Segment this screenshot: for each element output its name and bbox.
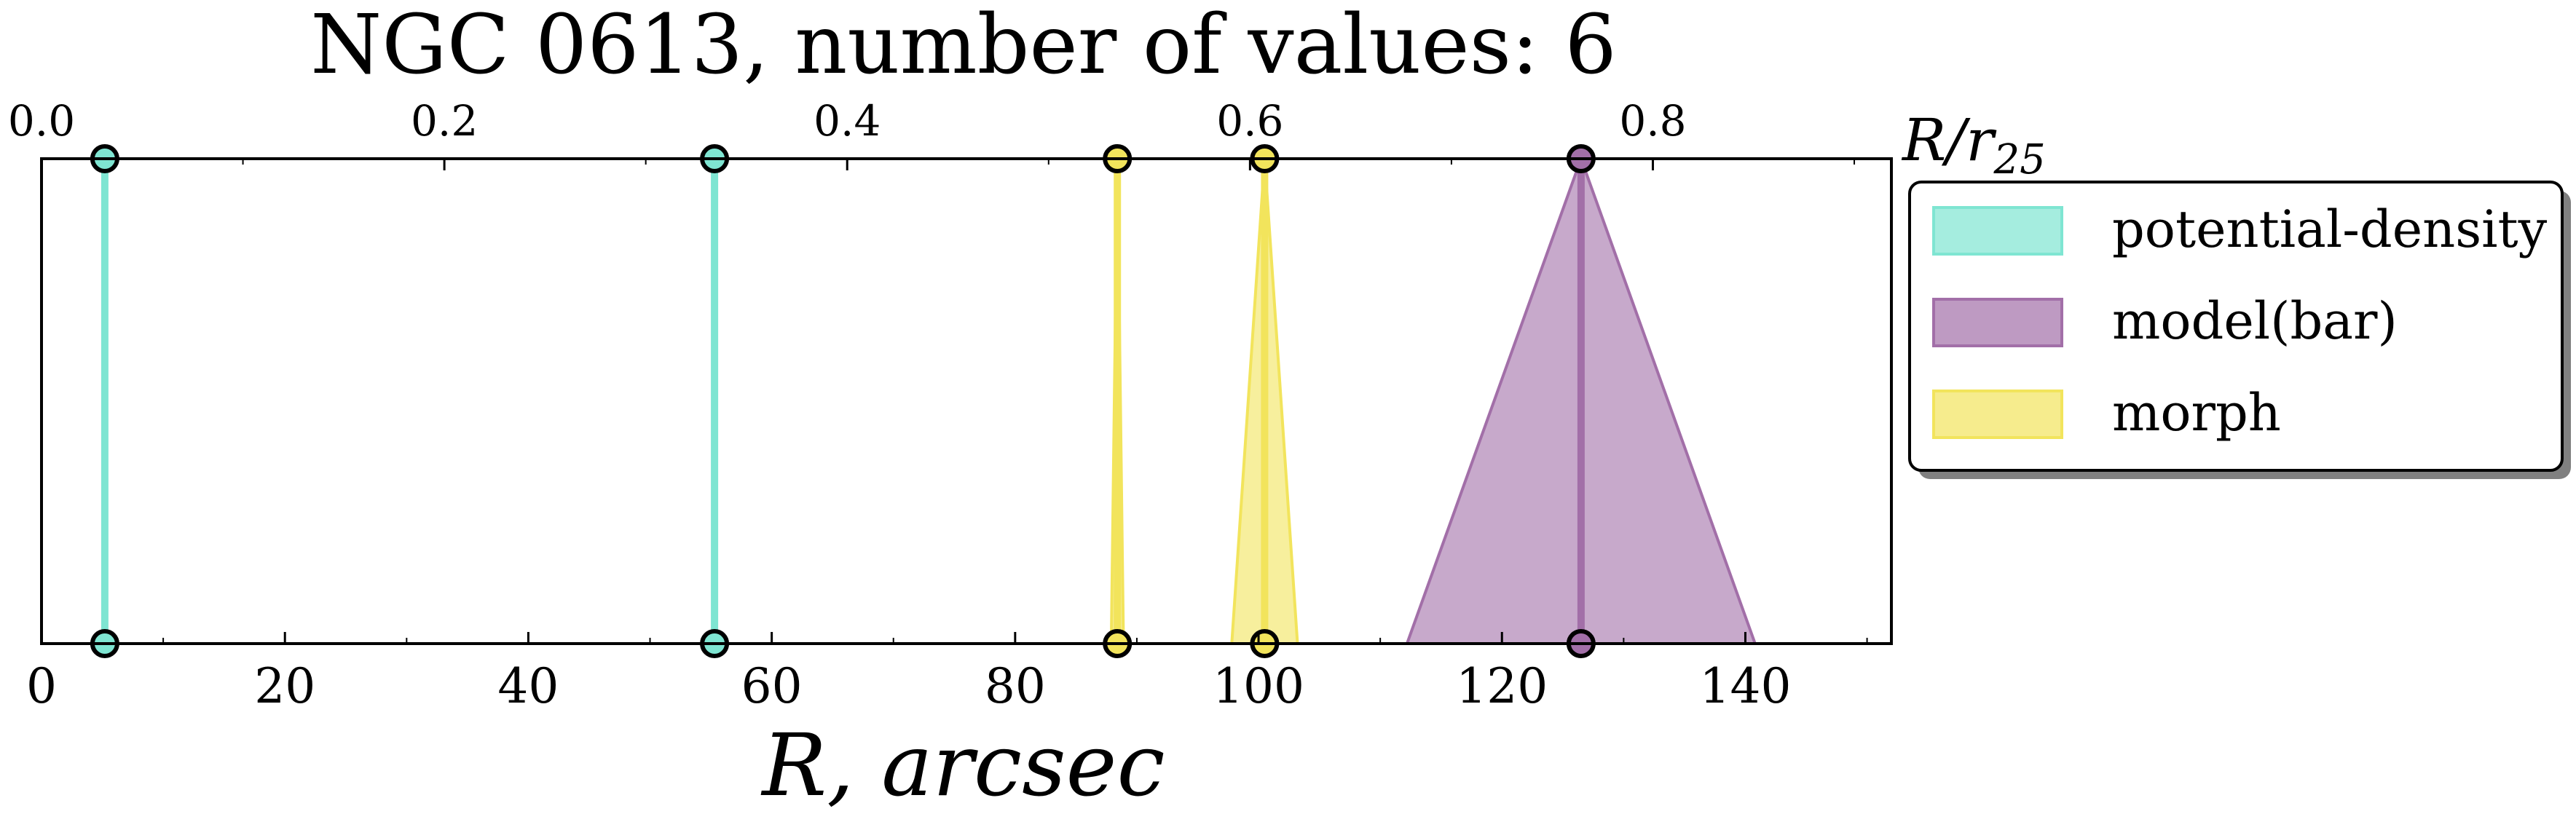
x-tick-label: 60 bbox=[741, 658, 803, 714]
ticks-layer: 0 20 40 60 80 100 120 140 0.0 0.2 0.4 0.6 0.8 bbox=[8, 96, 1868, 714]
legend-label-potential-density: potential-density bbox=[2112, 199, 2548, 259]
x-tick-label: 0 bbox=[26, 658, 57, 714]
x-tick-label: 80 bbox=[985, 658, 1046, 714]
x-tick-label: 140 bbox=[1699, 658, 1791, 714]
legend-label-model-bar: model(bar) bbox=[2112, 291, 2398, 351]
legend-entries: potential-density model(bar) morph bbox=[1932, 199, 2548, 443]
x-tick-label: 100 bbox=[1213, 658, 1304, 714]
legend-label-morph: morph bbox=[2112, 383, 2281, 443]
chart-title: NGC 0613, number of values: 6 bbox=[310, 0, 1616, 92]
top-tick-label: 0.2 bbox=[411, 96, 478, 146]
legend-swatch-potential-density bbox=[1932, 206, 2063, 256]
plot-frame bbox=[40, 157, 1893, 645]
legend: potential-density model(bar) morph bbox=[1908, 181, 2571, 479]
series-lines bbox=[101, 154, 1757, 645]
x-tick-label: 40 bbox=[497, 658, 559, 714]
series-markers bbox=[90, 144, 1596, 658]
x-tick-label: 20 bbox=[254, 658, 315, 714]
legend-swatch-model-bar bbox=[1932, 298, 2063, 347]
top-axis-label: R/r25 bbox=[1901, 106, 2046, 183]
top-tick-label: 0.4 bbox=[814, 96, 881, 146]
top-tick-label: 0.6 bbox=[1216, 96, 1283, 146]
x-tick-label: 120 bbox=[1456, 658, 1548, 714]
top-tick-label: 0.0 bbox=[8, 96, 75, 146]
legend-swatch-morph bbox=[1932, 390, 2063, 439]
marks-layer bbox=[90, 144, 1757, 658]
legend-box bbox=[1908, 181, 2564, 472]
x-axis-label: R, arcsec bbox=[760, 715, 1165, 815]
top-tick-label: 0.8 bbox=[1619, 96, 1686, 146]
